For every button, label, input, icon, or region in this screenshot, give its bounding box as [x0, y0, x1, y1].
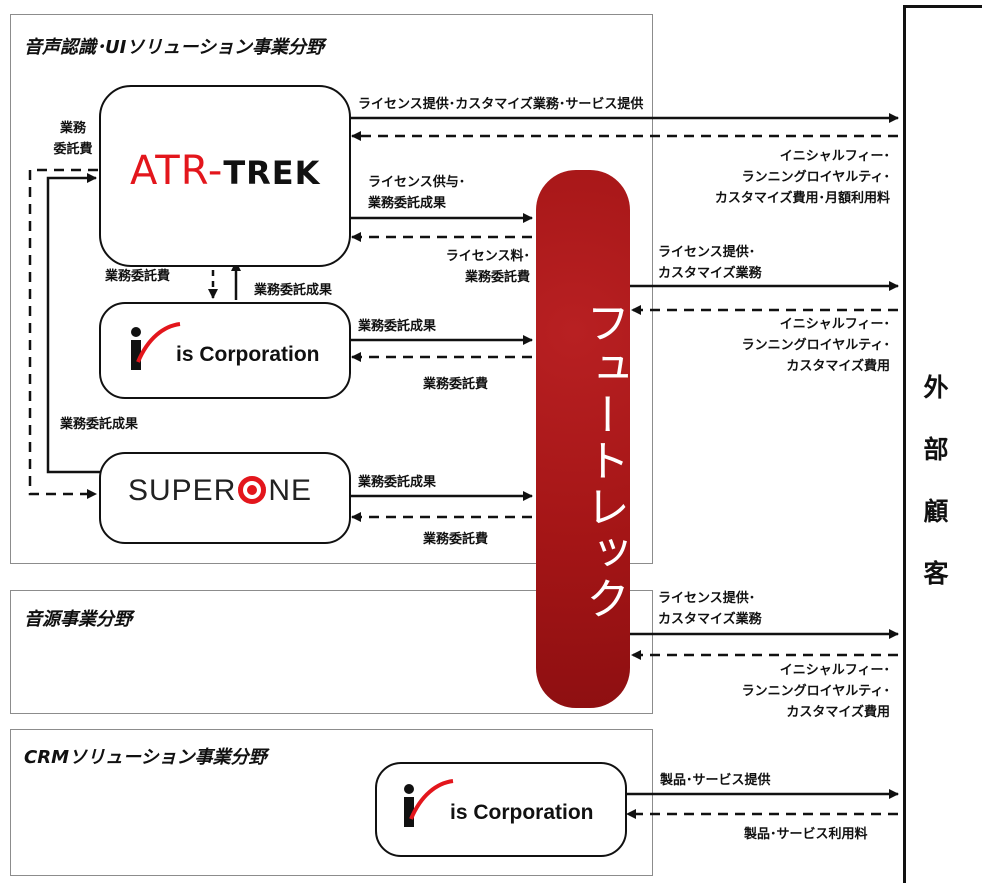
label-initial-fee-2: イニシャルフィー･ ランニングロイヤルティ･ カスタマイズ費用: [741, 663, 890, 720]
is-corporation-logo-mark: [131, 322, 181, 370]
external-customer-panel: [903, 5, 982, 883]
arrow-atr-to-superone: [28, 168, 98, 499]
label-itaku-hi-mid: 業務委託費: [105, 269, 171, 284]
atr-trek-logo: ATR-TREK: [130, 148, 320, 194]
atr-trek-node: [99, 85, 351, 267]
atr-logo-text: ATR: [130, 148, 208, 194]
superone-node: [99, 452, 351, 544]
label-initial-monthly: イニシャルフィー･ ランニングロイヤルティ･ カスタマイズ費用･月額利用料: [714, 149, 890, 206]
superone-logo-ne: NE: [268, 474, 313, 507]
crm-section-title: CRMソリューション事業分野: [24, 747, 267, 768]
superone-logo: SUPER NE: [128, 474, 312, 508]
superone-logo-super: SUPER: [128, 474, 237, 507]
label-itaku-seika-mid: 業務委託成果: [254, 283, 333, 298]
futurek-label: フュートレック: [578, 300, 629, 622]
label-itaku-seika-left: 業務委託成果: [60, 417, 139, 432]
futurek-node: [536, 170, 630, 708]
label-is-seika: 業務委託成果: [358, 319, 437, 334]
label-license-customize-service: ライセンス提供･カスタマイズ業務･サービス提供: [358, 97, 644, 112]
is-corporation-logo-text: is Corporation: [176, 343, 320, 366]
label-super-hi: 業務委託費: [423, 532, 489, 547]
label-is-hi: 業務委託費: [423, 377, 489, 392]
label-license-customize-2: ライセンス提供･ カスタマイズ業務: [658, 591, 762, 627]
label-itaku-hi-left: 業務 委託費: [53, 121, 93, 157]
label-license-customize-1: ライセンス提供･ カスタマイズ業務: [658, 245, 762, 281]
label-initial-fee-1: イニシャルフィー･ ランニングロイヤルティ･ カスタマイズ費用: [741, 317, 890, 374]
arrow-superone-to-atr: [46, 173, 100, 474]
speech-section-title: 音声認識･UIソリューション事業分野: [24, 37, 324, 58]
label-super-seika: 業務委託成果: [358, 475, 437, 490]
label-license-fee: ライセンス料･ 業務委託費: [445, 249, 530, 285]
external-customer-label: 外部顧客: [923, 373, 949, 588]
label-product-service: 製品･サービス提供: [660, 773, 771, 788]
label-license-grant: ライセンス供与･ 業務委託成果: [368, 175, 466, 211]
trek-logo-text: TREK: [223, 154, 321, 192]
label-product-fee: 製品･サービス利用料: [744, 827, 868, 842]
is-corporation-crm-logo-mark: [404, 779, 454, 827]
sound-section-title: 音源事業分野: [24, 609, 132, 630]
superone-logo-o-icon: [238, 476, 267, 504]
atr-logo-dash: -: [207, 148, 224, 194]
is-corporation-crm-logo-text: is Corporation: [450, 801, 594, 824]
